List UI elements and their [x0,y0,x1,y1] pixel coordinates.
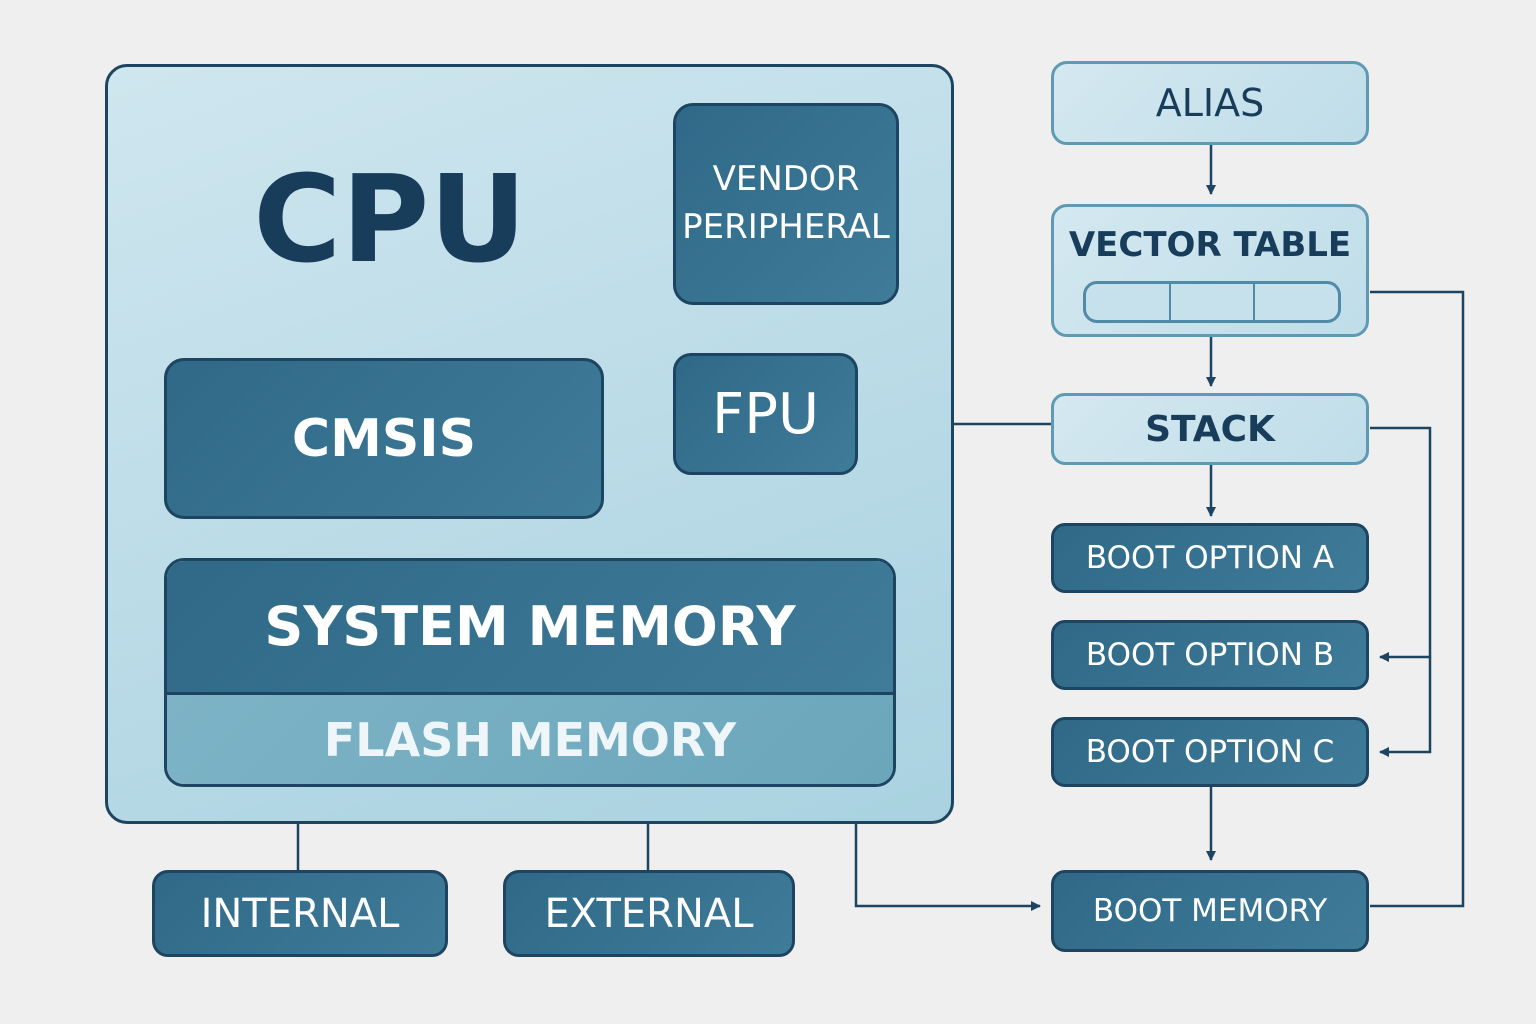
fpu-box: FPU [673,353,858,475]
vector-slot [1086,284,1171,320]
vector-table-box: VECTOR TABLE [1051,204,1369,337]
boot-option-a-label: BOOT OPTION A [1085,540,1335,576]
vector-table-label: VECTOR TABLE [1068,225,1352,265]
boot-option-b-box: BOOT OPTION B [1051,620,1369,690]
external-box: EXTERNAL [503,870,795,957]
system-memory-section: SYSTEM MEMORY [167,561,893,695]
connector-vector-table-boot-memory [1370,290,1465,908]
boot-option-c-box: BOOT OPTION C [1051,717,1369,787]
vector-table-slots [1083,281,1341,323]
cmsis-label: CMSIS [291,408,477,469]
boot-option-b-label: BOOT OPTION B [1085,637,1335,673]
memory-block: SYSTEM MEMORY FLASH MEMORY [164,558,896,787]
vendor-peripheral-box: VENDOR PERIPHERAL [673,103,899,305]
vector-slot [1171,284,1256,320]
connector-stack-boot-option-c [1379,657,1432,757]
vector-slot [1255,284,1338,320]
internal-box: INTERNAL [152,870,448,957]
flash-memory-section: FLASH MEMORY [167,695,893,784]
cpu-title: CPU [253,150,527,290]
vendor-peripheral-line-2: PERIPHERAL [682,207,890,247]
cmsis-box: CMSIS [164,358,604,519]
alias-label: ALIAS [1155,81,1265,125]
boot-option-c-label: BOOT OPTION C [1085,734,1335,770]
connector-cpu-boot-memory [854,824,1041,911]
flash-memory-label: FLASH MEMORY [323,712,737,767]
boot-memory-box: BOOT MEMORY [1051,870,1369,952]
system-memory-label: SYSTEM MEMORY [264,595,796,658]
fpu-label: FPU [712,381,819,447]
alias-box: ALIAS [1051,61,1369,145]
boot-option-a-box: BOOT OPTION A [1051,523,1369,593]
stack-label: STACK [1145,408,1275,450]
connector-stack-boot-option-b [1370,426,1432,662]
internal-label: INTERNAL [200,890,400,937]
stack-box: STACK [1051,393,1369,465]
vendor-peripheral-line-1: VENDOR [712,159,860,200]
external-label: EXTERNAL [544,890,754,937]
boot-memory-label: BOOT MEMORY [1092,893,1328,929]
